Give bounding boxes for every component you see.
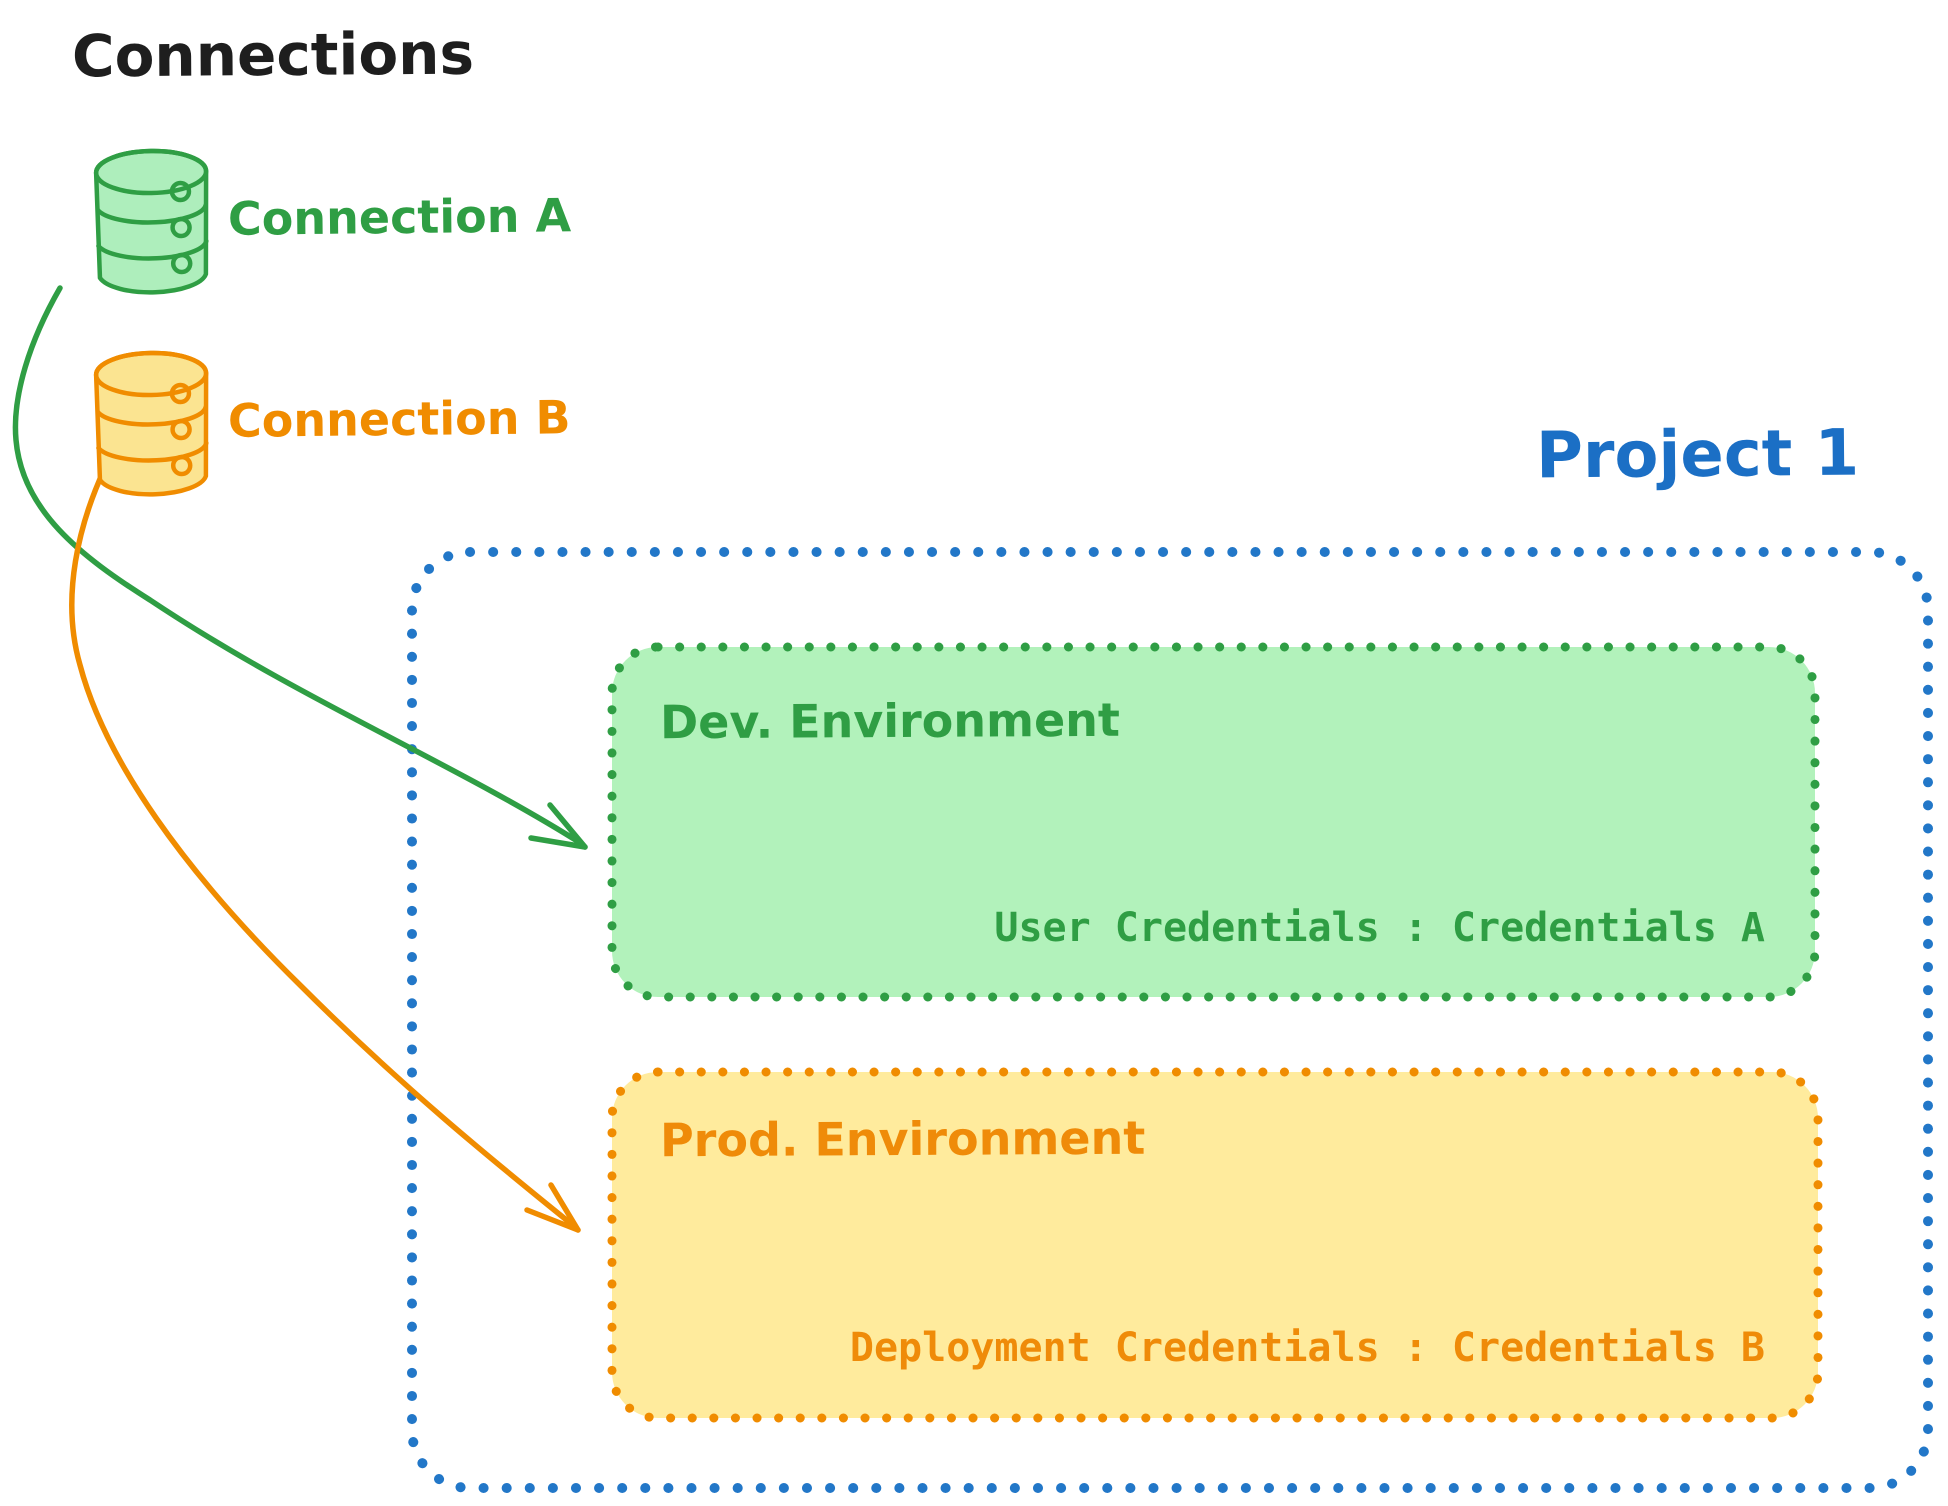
database-icon-connection-a	[93, 148, 209, 295]
prod-environment-credentials: Deployment Credentials : Credentials B	[849, 1325, 1765, 1371]
dev-environment-border	[607, 642, 1820, 1002]
arrowhead-barb	[528, 835, 588, 850]
project-title: Project 1	[1535, 416, 1860, 494]
prod-environment-box	[612, 1072, 1818, 1418]
dev-environment-box	[612, 647, 1815, 997]
arrowhead-barb	[524, 1207, 581, 1233]
arrow-connection-a-to-dev	[12, 285, 588, 850]
arrow-connection-b-to-prod	[69, 467, 581, 1233]
arrowhead-barb	[548, 1182, 581, 1233]
database-icon-connection-b	[93, 350, 209, 497]
connection-a-label: Connection A	[227, 188, 572, 246]
connection-b-label: Connection B	[227, 390, 571, 448]
prod-environment-name: Prod. Environment	[659, 1110, 1146, 1168]
dev-environment-name: Dev. Environment	[659, 692, 1121, 750]
prod-environment-border	[607, 1067, 1823, 1423]
diagram-title: Connections	[71, 19, 475, 91]
dev-environment-credentials: User Credentials : Credentials A	[994, 905, 1765, 951]
arrowhead-barb	[547, 802, 588, 850]
